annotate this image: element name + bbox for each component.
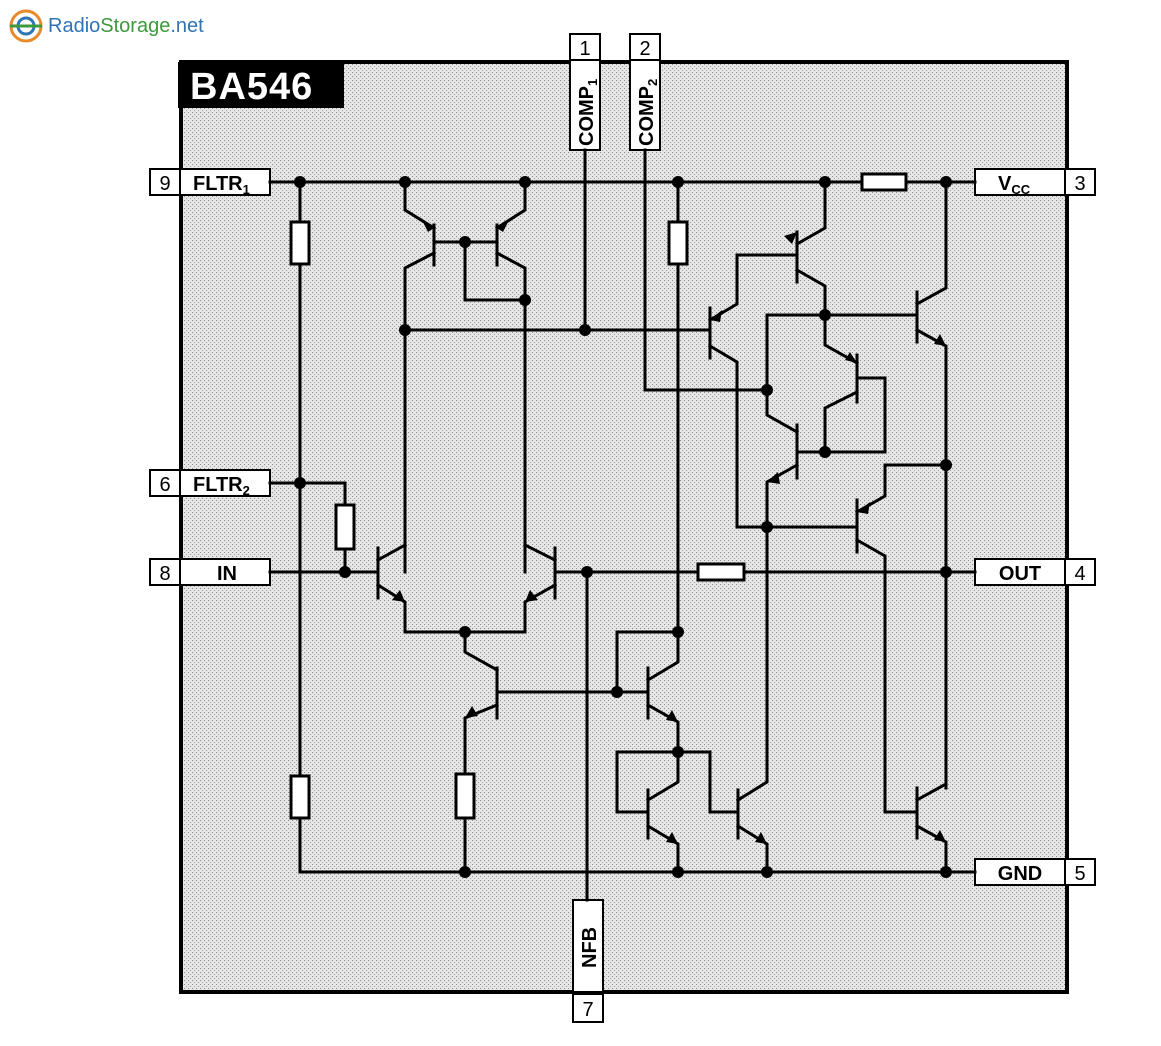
pin-8-label: IN xyxy=(217,563,237,585)
pin-8-in: 8 IN xyxy=(149,558,271,586)
pin-3-vcc: VCC 3 xyxy=(974,168,1096,197)
pin-1-comp1: 1 COMP1 xyxy=(569,33,601,151)
site-watermark: RadioStorage.net xyxy=(8,8,204,44)
watermark-suffix: .net xyxy=(170,14,204,37)
emitter-arrows xyxy=(392,220,946,844)
pin-4-number: 4 xyxy=(1074,563,1085,585)
pin-7-label: NFB xyxy=(579,927,601,968)
chip-title: BA546 xyxy=(190,66,313,108)
resistor-left-bottom xyxy=(289,774,311,820)
pin-9-label: FLTR1 xyxy=(193,173,250,197)
pin-5-gnd: GND 5 xyxy=(974,858,1096,886)
pin-3-number: 3 xyxy=(1074,173,1085,195)
pin-7-nfb: NFB 7 xyxy=(572,899,604,1023)
pin-9-fltr1: 9 FLTR1 xyxy=(149,168,271,197)
pin-4-label: OUT xyxy=(999,563,1041,585)
pin-6-fltr2: 6 FLTR2 xyxy=(149,469,271,498)
pin-5-label: GND xyxy=(998,863,1042,885)
chip-body xyxy=(179,60,1069,994)
resistor-mid-top xyxy=(667,220,689,266)
pin-5-number: 5 xyxy=(1074,863,1085,885)
pin-1-number: 1 xyxy=(579,38,590,60)
resistor-left-top xyxy=(289,220,311,266)
pin-1-label: COMP1 xyxy=(576,79,600,146)
watermark-text: RadioStorage.net xyxy=(48,15,204,38)
chip-title-block: BA546 xyxy=(178,62,344,108)
pin-2-number: 2 xyxy=(639,38,650,60)
resistor-fltr2 xyxy=(334,503,356,551)
junction-dots xyxy=(294,176,952,878)
watermark-storage: Storage xyxy=(100,14,171,37)
resistor-tail xyxy=(454,772,476,820)
watermark-radio: Radio xyxy=(48,14,101,37)
pin-3-label: VCC xyxy=(998,173,1031,197)
pin-6-number: 6 xyxy=(159,474,170,496)
pin-2-comp2: 2 COMP2 xyxy=(629,33,661,151)
pin-2-label: COMP2 xyxy=(636,79,660,146)
resistor-feedback xyxy=(696,562,746,582)
pin-9-number: 9 xyxy=(159,173,170,195)
resistor-vcc xyxy=(860,172,908,192)
pin-4-out: OUT 4 xyxy=(974,558,1096,586)
radio-logo-icon xyxy=(9,9,43,43)
pin-8-number: 8 xyxy=(159,563,170,585)
pin-7-number: 7 xyxy=(582,999,593,1021)
pin-6-label: FLTR2 xyxy=(193,474,250,498)
